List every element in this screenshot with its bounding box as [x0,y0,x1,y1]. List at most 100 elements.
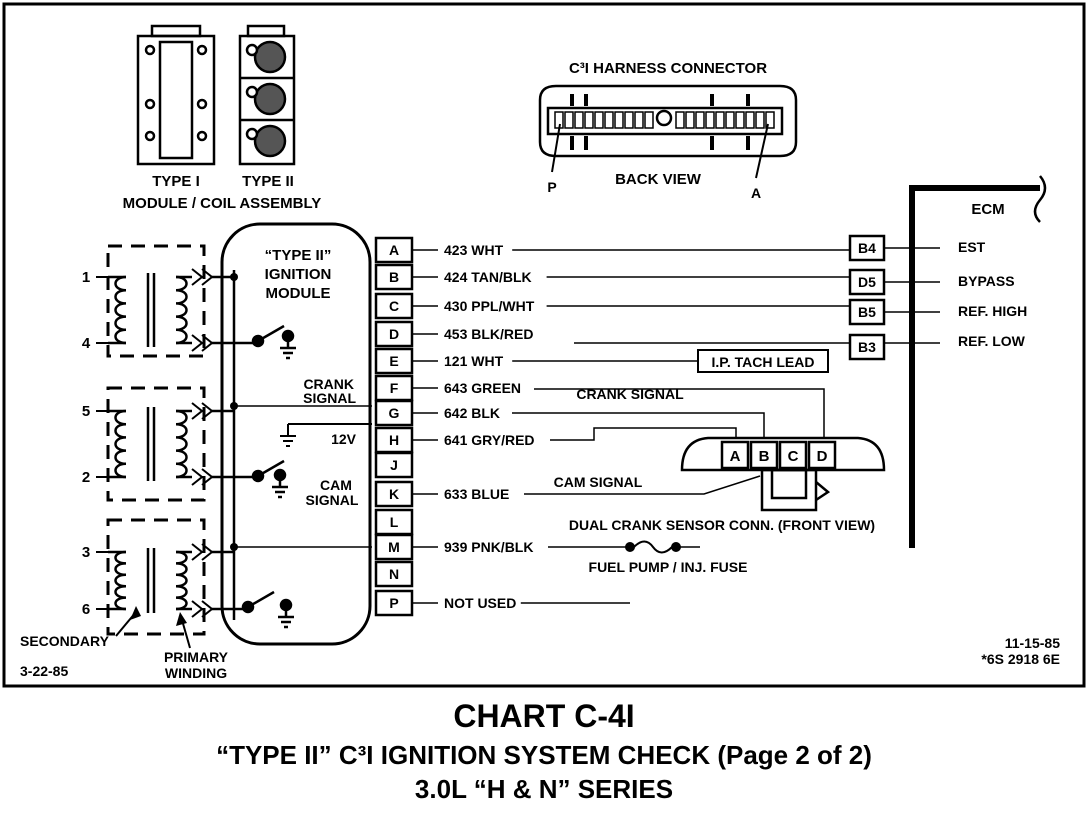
ecm-terminal-label-d5: D5 [858,274,876,290]
connector-pin-label-f: F [390,380,399,396]
type2-label: TYPE II [242,173,294,190]
switch-3-icon [241,590,294,629]
harness-cavity [614,111,624,129]
cam-signal-label: CAM SIGNAL [554,474,643,490]
connector-pin-label-n: N [389,566,399,582]
date-right: 11-15-85 [1005,635,1060,651]
harness-cavity [715,111,725,129]
coil-winding [114,275,127,345]
switch-2-icon [251,459,288,499]
coil-number-6: 6 [82,601,90,618]
wire-label-b: 424 TAN/BLK [444,269,532,285]
coil-winding [175,550,188,611]
coil-number-1: 1 [82,269,90,286]
sensor-pin-label-d: D [817,448,828,465]
harness-pin-row [554,111,775,129]
wire-label-k: 633 BLUE [444,486,509,502]
connector-pin-g [374,399,414,427]
harness-view-label: BACK VIEW [615,171,702,188]
ecm-signal-b3: REF. LOW [958,333,1026,349]
primary-label-1: PRIMARY [164,649,229,665]
crank-line-f [534,388,825,442]
harness-cavity [705,111,715,129]
chart-title: CHART C-4I [453,698,635,734]
wire-label-f: 643 GREEN [444,380,521,396]
wire-label-g: 642 BLK [444,405,500,421]
coil-winding [114,550,127,611]
wire-label-a: 423 WHT [444,242,504,258]
connector-pin-label-k: K [389,486,399,502]
connector-pin-j [374,451,414,479]
harness-cavity [725,111,735,129]
connector-pin-m [374,533,414,561]
ecm-terminal-b3 [848,333,886,361]
sensor-pin-label-b: B [759,448,770,465]
harness-cavity [594,111,604,129]
harness-pin-p-label: P [547,179,556,195]
wire-label-c: 430 PPL/WHT [444,298,535,314]
module-crank-1: CRANK [303,376,354,392]
ecm-terminal-label-b5: B5 [858,304,876,320]
connector-pin-label-b: B [389,269,399,285]
connector-pin-label-e: E [389,353,398,369]
sensor-pin-d [807,440,837,470]
ecm-boundary [909,185,1040,548]
secondary-arrow-icon [130,606,141,620]
coil-pack-1-4 [106,244,206,358]
diagram-frame [2,2,1086,688]
harness-cavity [745,111,755,129]
harness-tabs [570,94,750,150]
chart-subtitle: “TYPE II” C³I IGNITION SYSTEM CHECK (Pag… [216,740,872,770]
coil-output-arrows [191,268,214,618]
harness-cavity [735,111,745,129]
module-cam-2: SIGNAL [306,492,359,508]
connector-pin-label-g: G [389,405,400,421]
harness-cavity [644,111,654,129]
coil-winding [114,409,127,479]
harness-cavity [574,111,584,129]
sensor-pin-label-c: C [788,448,799,465]
harness-cavity [634,111,644,129]
connector-pin-e [374,347,414,375]
harness-cavity [755,111,765,129]
wire-label-h: 641 GRY/RED [444,432,535,448]
coil-winding [175,409,188,479]
connector-pin-label-j: J [390,457,398,473]
sensor-pin-a [720,440,750,470]
harness-title: C³I HARNESS CONNECTOR [569,60,767,77]
ecm-signal-d5: BYPASS [958,273,1015,289]
ecm-terminal-label-b3: B3 [858,339,876,355]
ecm-signal-b4: EST [958,239,986,255]
connector-pin-c [374,292,414,320]
crank-line-g [512,412,765,442]
ecm-label: ECM [971,201,1004,218]
fuse-caption: FUEL PUMP / INJ. FUSE [589,559,748,575]
coil-number-2: 2 [82,469,90,486]
primary-arrow-icon [176,612,187,626]
switch-1-icon [251,324,296,360]
wire-label-e: 121 WHT [444,353,504,369]
connector-pin-a [374,236,414,264]
sensor-pin-label-a: A [730,448,741,465]
connector-pin-label-m: M [388,539,400,555]
connector-pin-label-a: A [389,242,399,258]
crank-signal-label: CRANK SIGNAL [576,386,684,402]
module-title-1: “TYPE II” [265,247,332,264]
ignition-module-outline [220,222,372,646]
secondary-label: SECONDARY [20,633,110,649]
coil-number-4: 4 [82,335,91,352]
connector-pin-label-h: H [389,432,399,448]
ecm-terminal-label-b4: B4 [858,240,876,256]
connector-pin-label-l: L [390,514,399,530]
type1-module-icon [136,24,216,166]
wire-label-d: 453 BLK/RED [444,326,533,342]
coil-number-3: 3 [82,544,90,561]
harness-cavity [695,111,705,129]
connector-pin-label-d: D [389,326,399,342]
sensor-latch [760,468,831,512]
connector-pin-label-p: P [389,595,398,611]
tach-lead-box [697,349,829,373]
harness-connector-icon [538,84,798,158]
